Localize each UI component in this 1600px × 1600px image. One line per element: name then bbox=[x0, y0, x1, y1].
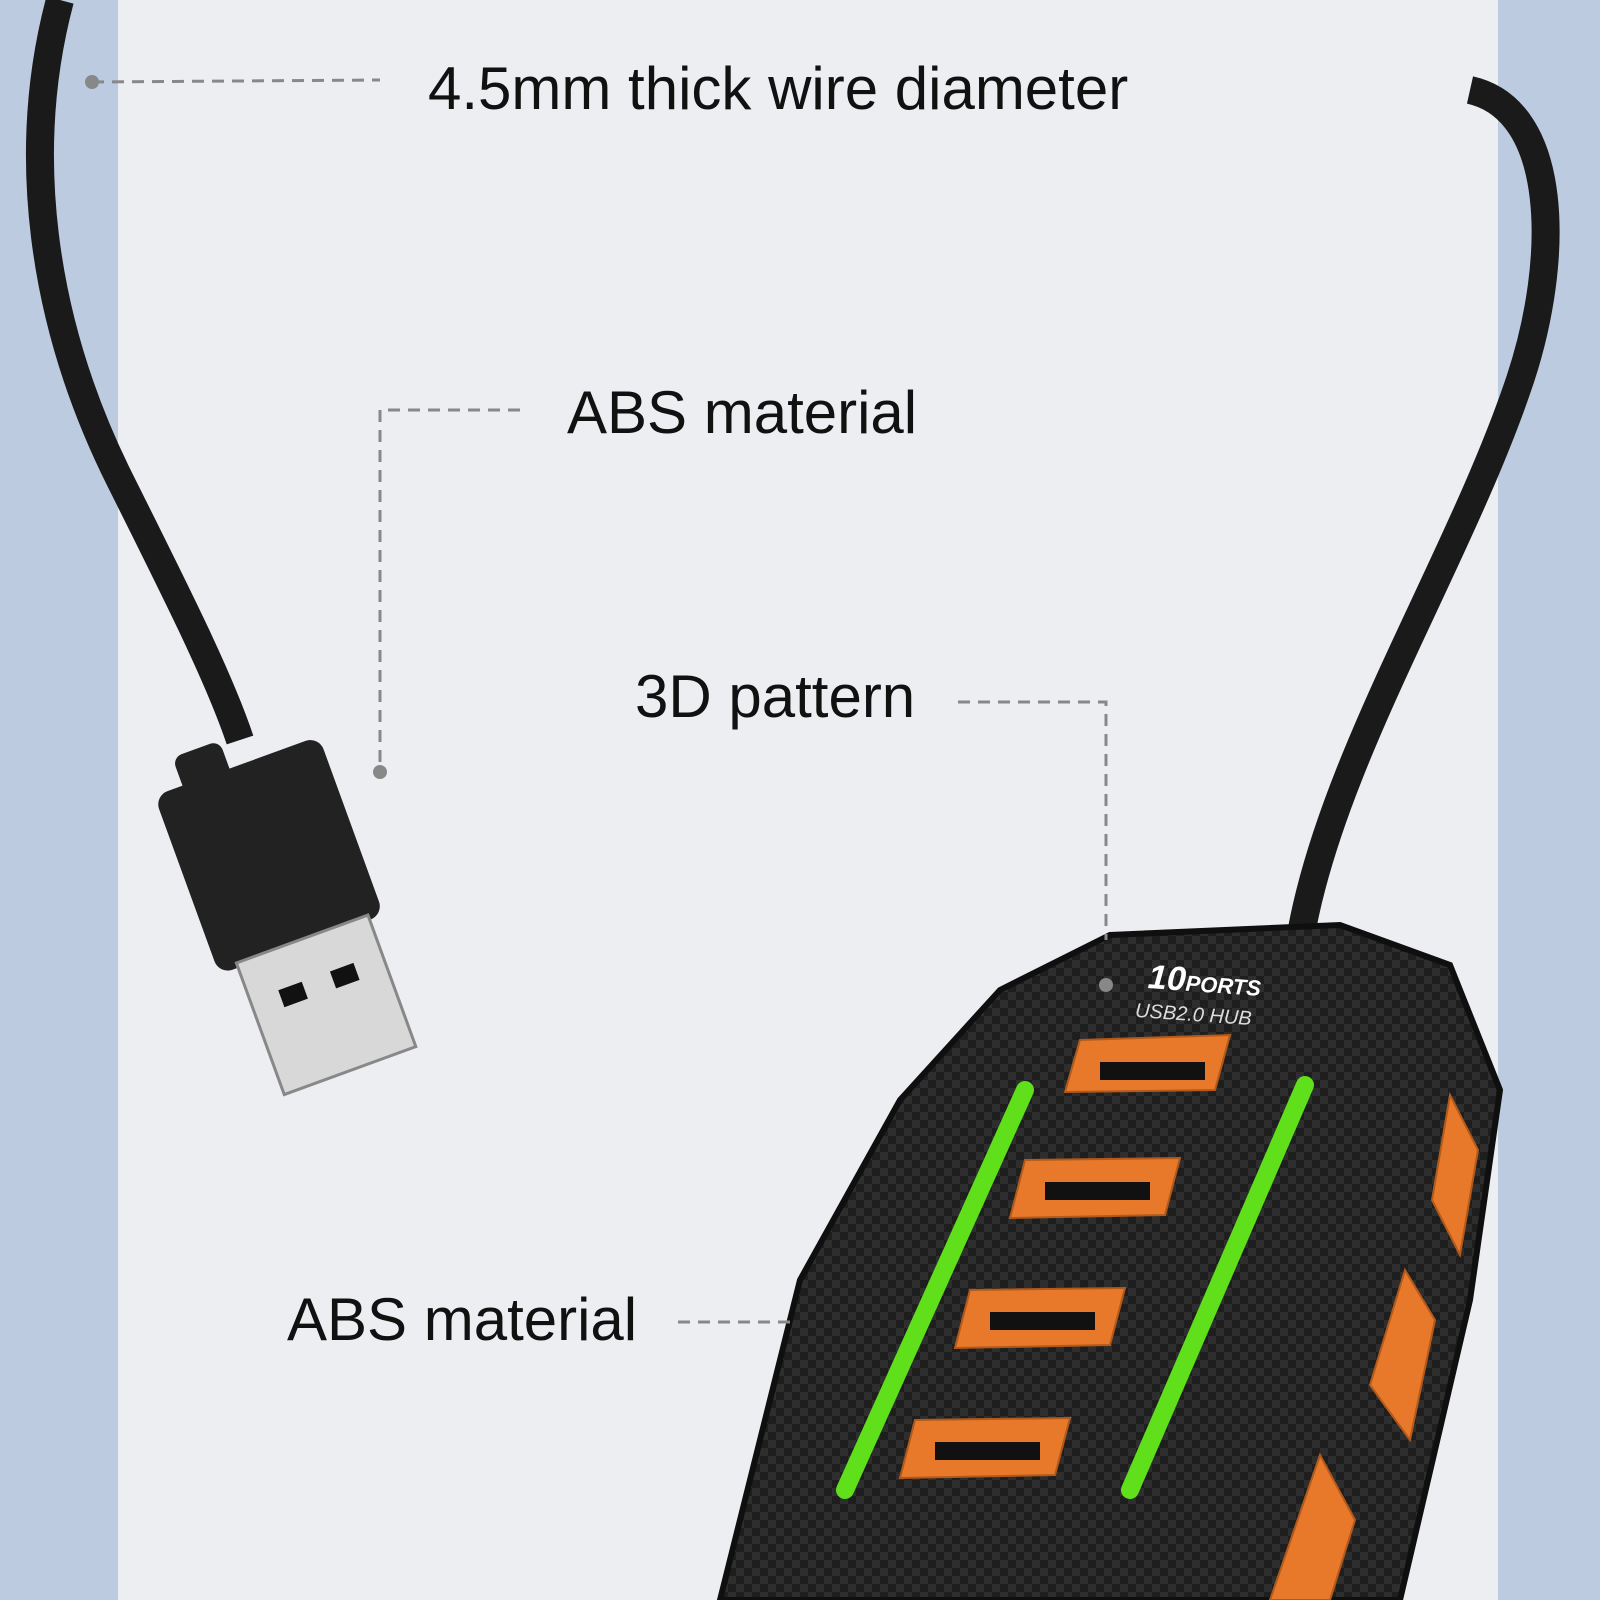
cable-right bbox=[1286, 76, 1560, 943]
label-abs-material-bottom: ABS material bbox=[287, 1286, 638, 1353]
label-wire-diameter: 4.5mm thick wire diameter bbox=[428, 55, 1129, 122]
cable-left bbox=[26, 0, 254, 745]
hub-body bbox=[716, 921, 1504, 1600]
leader-lines bbox=[91, 78, 1108, 1324]
led-strip-left bbox=[836, 1081, 1034, 1499]
led-strip-right bbox=[1121, 1076, 1314, 1499]
logo-ports: 10PORTS bbox=[1146, 958, 1262, 1001]
label-abs-material-top: ABS material bbox=[567, 379, 918, 446]
label-3d-pattern: 3D pattern bbox=[635, 663, 916, 730]
usb-plug bbox=[158, 740, 418, 1097]
